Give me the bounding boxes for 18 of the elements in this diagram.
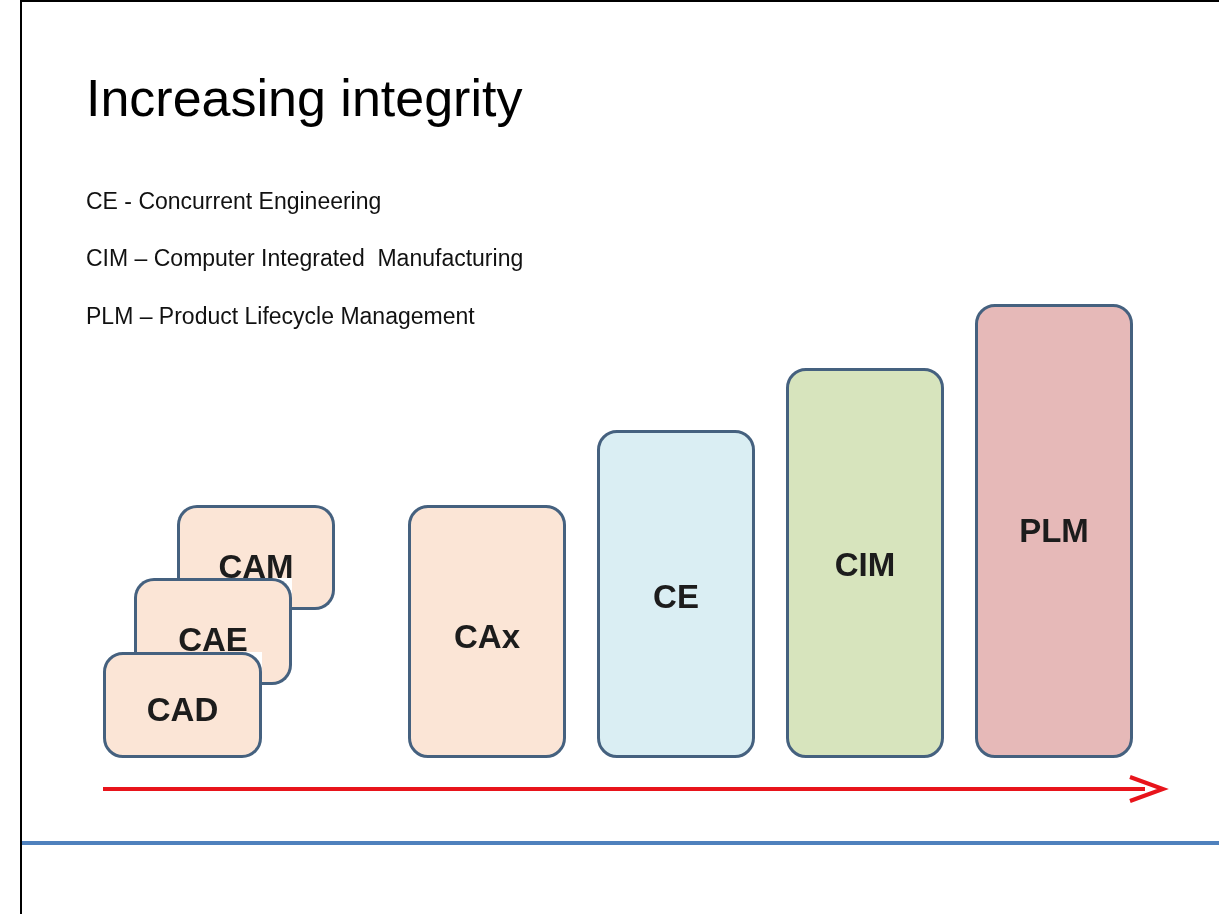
stage-label: CAD bbox=[145, 691, 220, 729]
stage-box bbox=[177, 505, 335, 578]
stage-label: PLM bbox=[1018, 512, 1090, 550]
definition-text: CIM – Computer Integrated Manufacturing bbox=[86, 245, 524, 272]
stage-box bbox=[103, 652, 262, 758]
stage-label: CAx bbox=[453, 618, 521, 656]
stage-box bbox=[408, 505, 566, 758]
stage-box bbox=[134, 578, 292, 652]
stage-box bbox=[786, 368, 944, 758]
definition-text: CE - Concurrent Engineering bbox=[86, 188, 382, 215]
stage-label: CAM bbox=[217, 548, 295, 586]
slide-title: Increasing integrity bbox=[86, 68, 523, 128]
stage-box bbox=[975, 304, 1133, 758]
stage-label: CAE bbox=[177, 621, 249, 659]
stage-label: CE bbox=[652, 578, 700, 616]
stage-box bbox=[597, 430, 755, 758]
definition-text: PLM – Product Lifecycle Management bbox=[86, 303, 475, 330]
stage-label: CIM bbox=[833, 546, 897, 584]
